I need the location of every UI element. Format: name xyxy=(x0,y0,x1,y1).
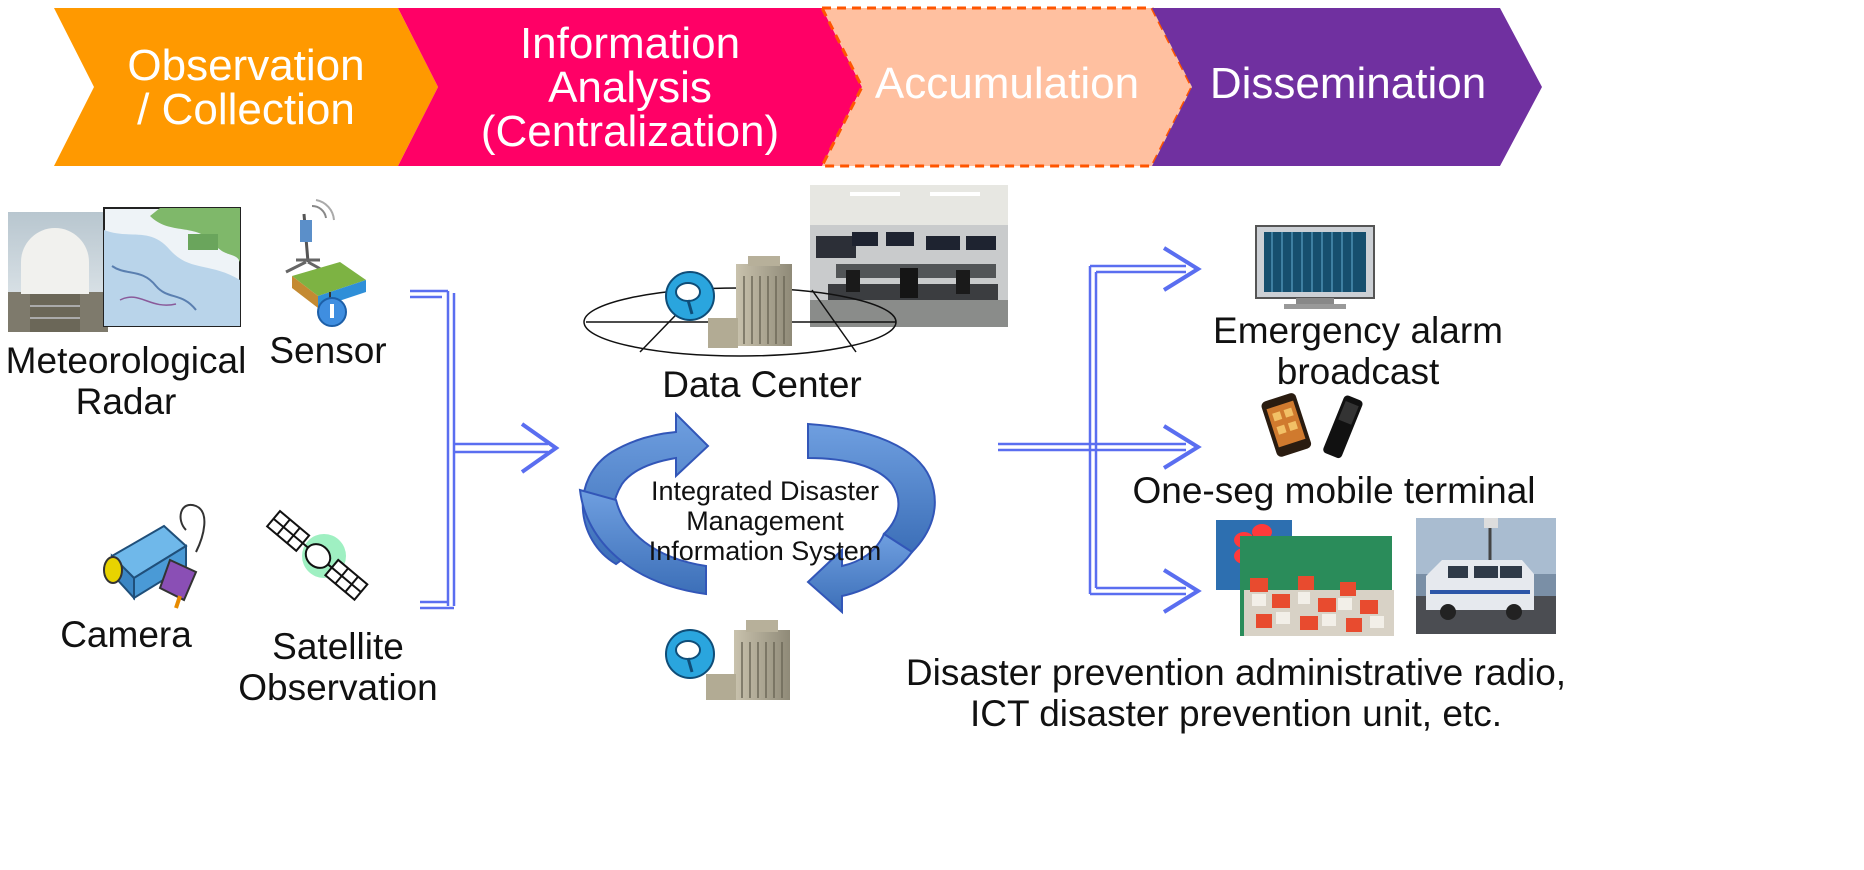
camera-icon xyxy=(103,503,206,609)
radio-label-line2: ICT disaster prevention unit, etc. xyxy=(970,693,1502,735)
oneseg-label-line1: One-seg mobile terminal xyxy=(1132,470,1536,511)
satellite-label: Satellite Observation xyxy=(238,626,438,709)
stage-chevron-observation xyxy=(54,8,438,166)
stage-analysis-line2: Analysis xyxy=(548,63,712,112)
sensor-label-line1: Sensor xyxy=(269,330,387,371)
system-label: Integrated Disaster Management Informati… xyxy=(649,476,882,567)
input-connector xyxy=(410,289,560,610)
stage-accumulation-line1: Accumulation xyxy=(874,59,1140,108)
radar-photo xyxy=(8,212,108,332)
data-center-label: Data Center xyxy=(662,364,862,405)
satellite-icon xyxy=(265,509,369,602)
stage-analysis-line3: (Centralization) xyxy=(480,107,780,156)
oneseg-label: One-seg mobile terminal xyxy=(1132,470,1535,511)
stage-dissemination-line1: Dissemination xyxy=(1209,59,1487,108)
vehicle-photo xyxy=(1416,518,1556,634)
radio-label: Disaster prevention administrative radio… xyxy=(906,652,1566,735)
sensor-label: Sensor xyxy=(269,330,386,371)
system-label-line1: Integrated Disaster xyxy=(650,476,880,506)
radar-map xyxy=(103,207,241,327)
stage-label-analysis: Information Analysis (Centralization) xyxy=(481,22,779,154)
stage-chevron-analysis xyxy=(398,8,862,166)
radio-label-line1: Disaster prevention administrative radio… xyxy=(905,652,1567,693)
radar-label: Meteorological Radar xyxy=(6,340,247,423)
tv-icon xyxy=(1255,225,1375,309)
data-center-building xyxy=(583,256,897,357)
stage-chevron-dissemination xyxy=(1152,8,1542,166)
loudspeaker-town-scene xyxy=(1216,520,1394,636)
camera-label: Camera xyxy=(60,614,192,655)
alarm-label: Emergency alarm broadcast xyxy=(1213,310,1503,393)
system-label-line3: Information System xyxy=(648,536,882,567)
stage-analysis-line1: Information xyxy=(519,19,741,68)
data-center-label-text: Data Center xyxy=(662,364,862,405)
local-building xyxy=(665,620,790,700)
stage-label-dissemination: Dissemination xyxy=(1210,62,1486,106)
stage-observation-line2: / Collection xyxy=(137,85,355,134)
cycle-arrow-left xyxy=(578,488,707,596)
stage-observation-line1: Observation xyxy=(127,41,365,90)
cycle-arrow-lower xyxy=(806,532,914,615)
alarm-label-line1: Emergency alarm xyxy=(1213,310,1503,351)
radar-label-line1: Meteorological xyxy=(5,340,247,381)
system-label-line2: Management xyxy=(686,506,844,537)
output-connector xyxy=(998,246,1202,614)
satellite-label-line1: Satellite xyxy=(272,626,404,667)
sensor-icon xyxy=(285,199,366,327)
stage-label-accumulation: Accumulation xyxy=(875,62,1139,106)
mobile-phones-icon xyxy=(1261,393,1363,459)
stage-label-observation: Observation / Collection xyxy=(127,44,364,132)
alarm-label-line2: broadcast xyxy=(1276,351,1440,393)
radar-label-line2: Radar xyxy=(75,381,177,423)
cycle-arrow-right xyxy=(807,422,936,554)
satellite-label-line2: Observation xyxy=(238,667,438,709)
camera-label-line1: Camera xyxy=(60,614,192,655)
control-room-photo xyxy=(810,185,1008,327)
